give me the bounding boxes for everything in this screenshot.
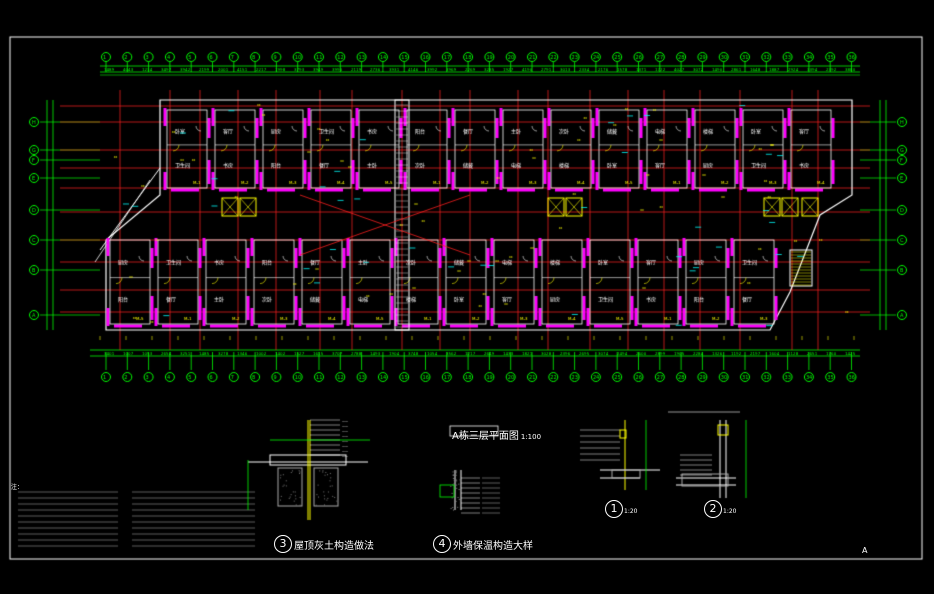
detail-3-bubble: 3 bbox=[274, 535, 292, 553]
plan-scale: 1:100 bbox=[520, 433, 542, 441]
notes-heading: 注： bbox=[11, 484, 24, 491]
detail-1-bubble: 1 bbox=[605, 500, 623, 518]
detail-2-scale: 1:20 bbox=[723, 508, 737, 515]
detail-4-caption: 外墙保温构造大样 bbox=[453, 541, 533, 552]
detail-4-bubble: 4 bbox=[433, 535, 451, 553]
detail-2-bubble: 2 bbox=[704, 500, 722, 518]
detail-3-caption: 屋顶灰土构造做法 bbox=[294, 541, 374, 552]
sheet-mark: A bbox=[862, 546, 868, 555]
detail-1-scale: 1:20 bbox=[624, 508, 638, 515]
